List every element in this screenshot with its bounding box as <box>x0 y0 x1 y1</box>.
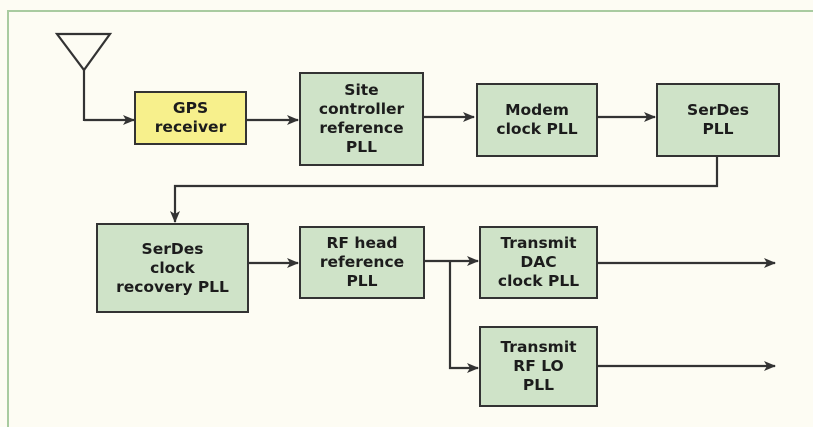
frame-border-left <box>7 10 9 427</box>
antenna-icon <box>54 32 113 121</box>
serdes-pll-block: SerDes PLL <box>656 83 780 157</box>
link-serdes-recovery <box>170 157 719 223</box>
modem-clock-block: Modem clock PLL <box>476 83 598 157</box>
link-rfhead-rflo <box>448 261 479 373</box>
gps-receiver-block: GPS receiver <box>134 91 247 145</box>
frame-border-top <box>7 10 813 12</box>
transmit-dac-block: Transmit DAC clock PLL <box>479 226 598 299</box>
rf-head-reference-block: RF head reference PLL <box>299 226 425 299</box>
site-controller-block: Site controller reference PLL <box>299 72 424 166</box>
serdes-clock-recovery-block: SerDes clock recovery PLL <box>96 223 249 313</box>
transmit-rf-lo-block: Transmit RF LO PLL <box>479 326 598 407</box>
